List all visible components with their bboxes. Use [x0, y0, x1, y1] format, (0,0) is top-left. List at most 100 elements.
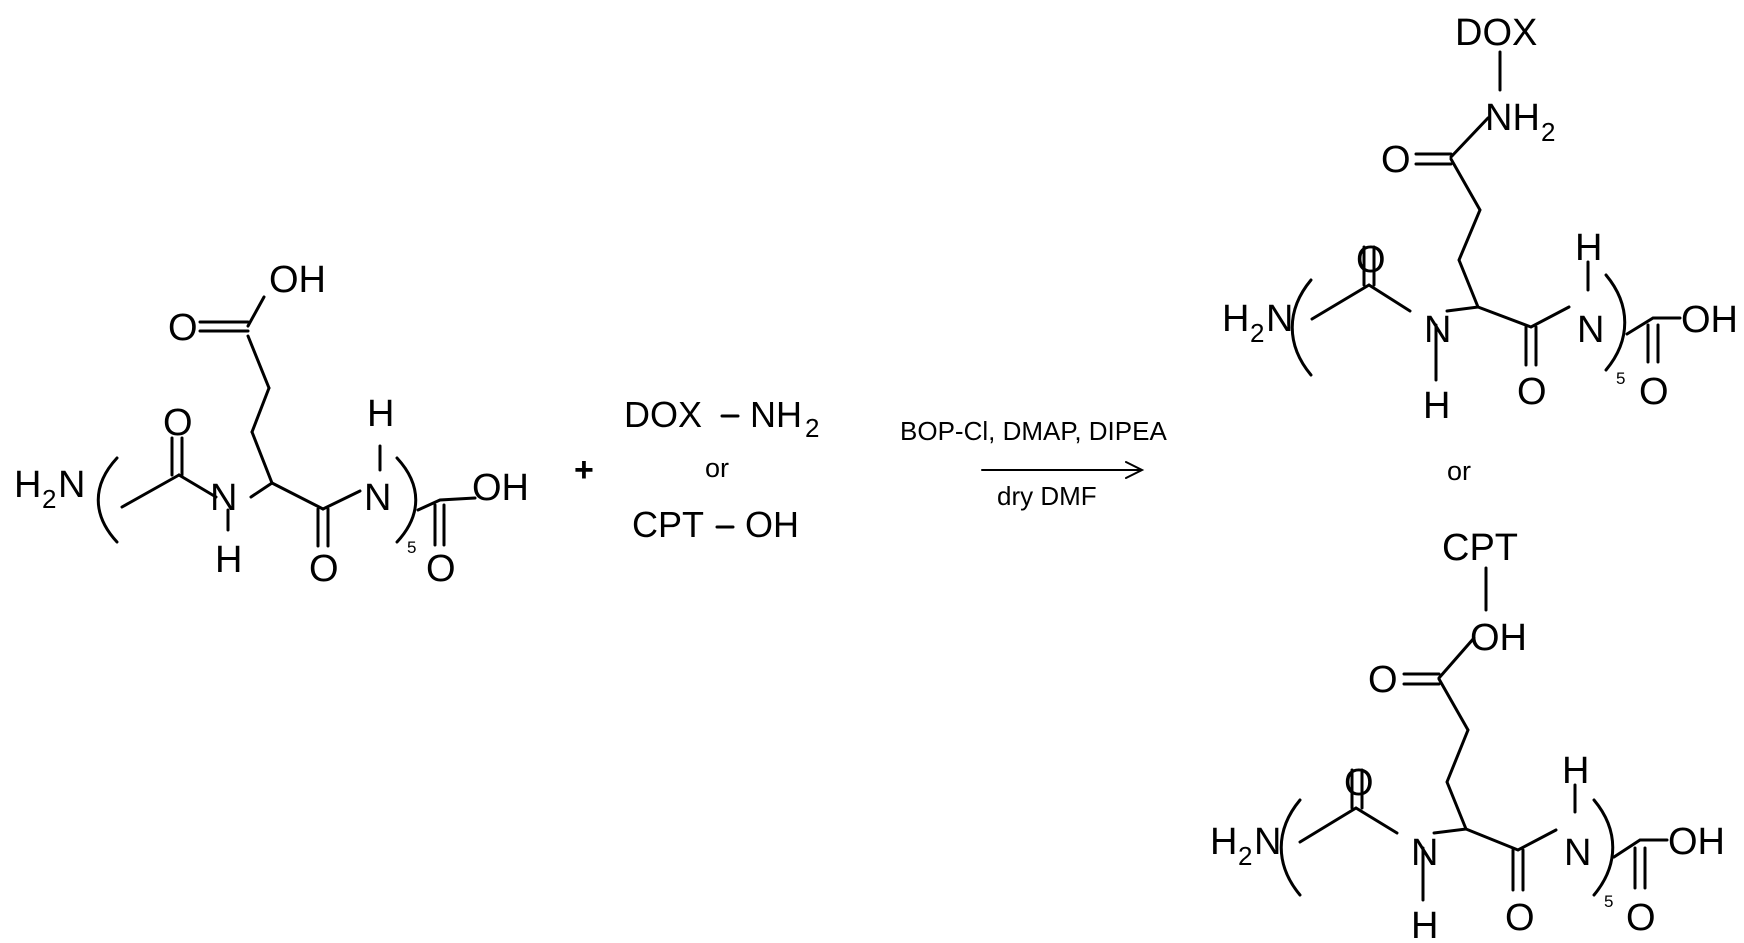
or-label: or: [1447, 456, 1471, 486]
amine-h-label: H: [14, 464, 41, 506]
amine-subscript: 2: [42, 484, 56, 514]
bond: [246, 295, 266, 328]
amine-n-label: N: [58, 464, 85, 506]
repeat-close-bracket: [1592, 798, 1615, 897]
carbonyl-o-label: O: [163, 402, 193, 444]
or-label: or: [705, 453, 729, 483]
solvent-label: dry DMF: [997, 481, 1097, 511]
carbonyl-double-bond: [316, 507, 330, 548]
amide-n-label: N: [364, 477, 391, 519]
dox-amine-label: NH: [750, 394, 802, 435]
hydroxyl-label: OH: [1681, 299, 1738, 341]
bond: [1310, 283, 1412, 321]
bond: [416, 496, 477, 512]
amine-n-label: N: [1266, 298, 1293, 340]
arrow-head: [1125, 461, 1145, 479]
bond: [177, 473, 218, 499]
amide-h-label: H: [215, 539, 242, 581]
amide-h-label: H: [1575, 227, 1602, 269]
bond: [1437, 636, 1476, 680]
bond: [1298, 806, 1399, 844]
carbonyl-double-bond: [1633, 846, 1647, 890]
bond: [120, 473, 181, 509]
product-cpt-conjugate: CPT OH O H 2 N N H N H O O O OH 5: [1210, 527, 1725, 943]
carbonyl-double-bond: [1350, 768, 1364, 810]
plus-sign: +: [574, 451, 594, 489]
carbonyl-o-label: O: [1381, 139, 1411, 181]
amide-n-label: N: [210, 477, 237, 519]
linker-amine-label: NH: [1485, 97, 1540, 139]
carbonyl-double-bond: [170, 436, 184, 477]
reactant-peptide: H 2 N N H N H O O O OH O OH 5: [14, 259, 529, 590]
amide-h-label: H: [1411, 905, 1438, 943]
repeat-open-bracket: [96, 456, 119, 544]
bond: [250, 430, 274, 485]
amine-n-label: N: [1254, 821, 1281, 863]
reagent-conditions-label: BOP-Cl, DMAP, DIPEA: [900, 416, 1167, 446]
carbonyl-o-label: O: [1505, 897, 1535, 939]
bond: [249, 481, 274, 499]
product-dox-conjugate: DOX NH 2 O H 2 N N H N H O O O OH 5: [1222, 12, 1738, 427]
reaction-arrow: BOP-Cl, DMAP, DIPEA dry DMF: [900, 416, 1167, 511]
drug-cpt-label: CPT: [1442, 527, 1518, 569]
carbonyl-double-bond: [1402, 672, 1441, 686]
carbonyl-o-label: O: [1626, 897, 1656, 939]
amide-h-label: H: [1562, 750, 1589, 792]
hydroxyl-label: OH: [269, 259, 326, 301]
dox-amine-subscript: 2: [805, 413, 819, 443]
bond: [321, 489, 362, 511]
repeat-count: 5: [1616, 369, 1625, 388]
carbonyl-o-label: O: [1344, 762, 1374, 804]
amide-h-label: H: [367, 393, 394, 435]
carbonyl-double-bond: [1414, 152, 1453, 166]
drug-dox-label: DOX: [1455, 12, 1537, 54]
repeat-close-bracket: [395, 456, 418, 544]
bond: [270, 481, 325, 511]
amide-n-label: N: [1424, 309, 1451, 351]
carbonyl-double-bond: [1362, 245, 1376, 287]
bond: [1445, 305, 1571, 329]
carbonyl-double-bond: [1511, 848, 1525, 892]
amide-n-label: N: [1564, 832, 1591, 874]
side-chain-bond: [1437, 677, 1470, 831]
repeat-count: 5: [407, 538, 416, 557]
linker-hydroxyl-label: OH: [1470, 617, 1527, 659]
amide-n-label: N: [1411, 832, 1438, 874]
carbonyl-o-label: O: [168, 307, 198, 349]
bond: [250, 386, 271, 434]
carbonyl-double-bond: [198, 320, 250, 333]
carbonyl-double-bond: [1524, 325, 1538, 367]
carbonyl-o-label: O: [1368, 659, 1398, 701]
repeat-open-bracket: [1279, 798, 1302, 897]
carbonyl-o-label: O: [426, 548, 456, 590]
carbonyl-o-label: O: [1356, 239, 1386, 281]
hydroxyl-label: OH: [472, 467, 529, 509]
amine-subscript: 2: [1238, 841, 1252, 871]
bond: [1612, 838, 1669, 859]
carbonyl-o-label: O: [1517, 371, 1547, 413]
hydroxyl-label: OH: [1668, 821, 1725, 863]
dox-label: DOX: [624, 394, 702, 435]
amine-h-label: H: [1222, 298, 1249, 340]
drug-reagents: DOX NH 2 or CPT OH: [624, 394, 819, 545]
linker-amine-subscript: 2: [1541, 117, 1555, 147]
bond: [1449, 116, 1490, 159]
carbonyl-double-bond: [433, 503, 446, 547]
cpt-label: CPT: [632, 504, 704, 545]
carbonyl-o-label: O: [1639, 371, 1669, 413]
bond: [1432, 827, 1558, 852]
amine-h-label: H: [1210, 821, 1237, 863]
bond: [246, 334, 271, 390]
carbonyl-double-bond: [1646, 323, 1660, 364]
side-chain-bond: [1449, 157, 1482, 309]
cpt-hydroxyl-label: OH: [745, 504, 799, 545]
carbonyl-o-label: O: [309, 548, 339, 590]
repeat-close-bracket: [1604, 273, 1627, 372]
amide-h-label: H: [1423, 385, 1450, 427]
bond: [1625, 316, 1682, 336]
repeat-count: 5: [1604, 892, 1613, 911]
amine-subscript: 2: [1250, 318, 1264, 348]
amide-n-label: N: [1577, 309, 1604, 351]
repeat-open-bracket: [1290, 278, 1313, 377]
